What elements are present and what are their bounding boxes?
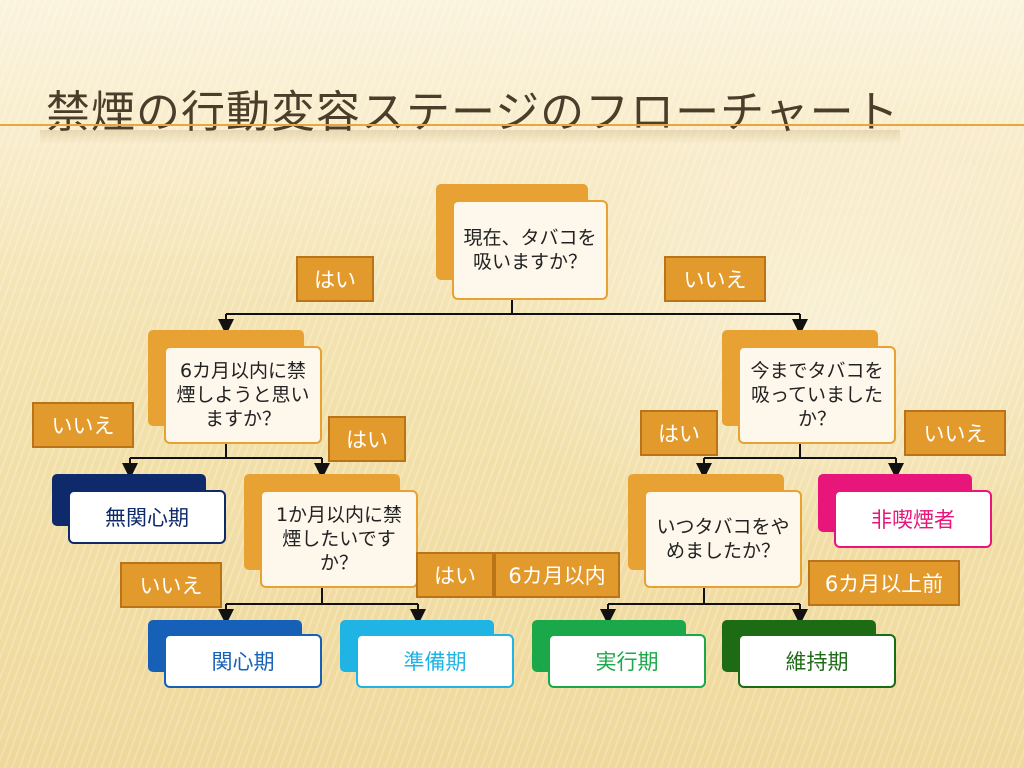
question-5-text: いつタバコをやめましたか？ [656,516,790,562]
question-3-text: 今までタバコを吸っていましたか？ [750,360,884,430]
result-junbi: 準備期 [356,634,514,688]
title-underline [0,124,1024,126]
result-junbi-text: 準備期 [403,650,467,674]
connector-q4 [226,588,418,605]
label-q3-yes: はい [640,410,718,456]
question-3-box: 今までタバコを吸っていましたか？ [738,346,896,444]
question-1-text: 現在、タバコを吸いますか？ [463,227,597,273]
result-kanshin: 関心期 [164,634,322,688]
result-kanshin-text: 関心期 [211,650,275,674]
label-q1-yes: はい [296,256,374,302]
label-q3-no: いいえ [904,410,1006,456]
question-1-box: 現在、タバコを吸いますか？ [452,200,608,300]
title-shadow [40,130,900,144]
connector-q2 [130,444,322,459]
question-5-box: いつタバコをやめましたか？ [644,490,802,588]
result-iji-text: 維持期 [785,650,849,674]
label-q4-no: いいえ [120,562,222,608]
result-mukanshin-text: 無関心期 [105,506,189,530]
result-mukanshin: 無関心期 [68,490,226,544]
label-q5-within-6-months: 6カ月以内 [494,552,620,598]
label-q1-no: いいえ [664,256,766,302]
question-4-box: 1か月以内に禁煙したいですか？ [260,490,418,588]
question-4-text: 1か月以内に禁煙したいですか？ [275,504,403,574]
label-q5-over-6-months: 6カ月以上前 [808,560,960,606]
slide-title: 禁煙の行動変容ステージのフローチャート [46,87,900,138]
result-iji: 維持期 [738,634,896,688]
result-hikitsuen: 非喫煙者 [834,490,992,548]
connector-q5 [608,588,800,605]
connector-q3 [704,444,896,459]
label-q2-no: いいえ [32,402,134,448]
result-jikko: 実行期 [548,634,706,688]
question-2-box: 6カ月以内に禁煙しようと思いますか？ [164,346,322,444]
result-jikko-text: 実行期 [595,650,659,674]
question-2-text: 6カ月以内に禁煙しようと思いますか？ [176,360,310,430]
connector-q1 [225,300,800,327]
label-q2-yes: はい [328,416,406,462]
result-hikitsuen-text: 非喫煙者 [871,508,955,532]
label-q4-yes: はい [416,552,494,598]
